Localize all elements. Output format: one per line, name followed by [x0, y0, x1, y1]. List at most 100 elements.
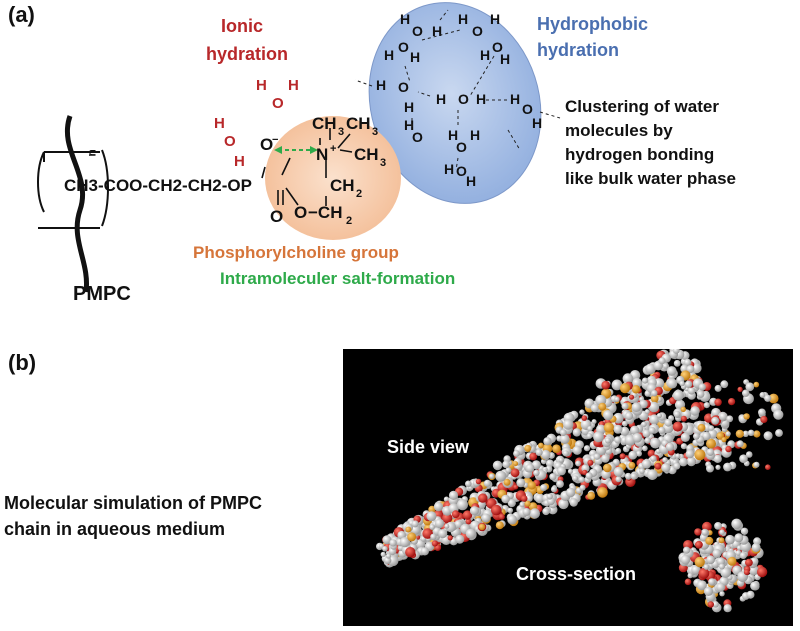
atom — [597, 487, 608, 498]
atom — [538, 442, 544, 449]
atom — [753, 381, 760, 388]
atom — [516, 478, 526, 488]
atom — [420, 547, 429, 556]
atom — [708, 578, 716, 586]
svg-text:O: O — [398, 79, 409, 95]
atom — [615, 447, 622, 454]
atom — [619, 453, 626, 460]
phosphorylcholine-label: Phosphorylcholine group — [193, 243, 399, 262]
atom — [747, 429, 755, 436]
atom — [694, 556, 705, 568]
atom — [650, 394, 659, 403]
atom — [691, 565, 701, 575]
atom — [645, 363, 656, 375]
left-bracket — [37, 151, 45, 213]
atom — [598, 402, 607, 411]
atom — [386, 553, 392, 559]
atom — [613, 424, 623, 434]
atom — [632, 433, 643, 443]
atom — [545, 459, 554, 468]
atom — [680, 415, 687, 422]
phosphorylcholine-region — [265, 116, 401, 240]
atom — [603, 422, 615, 433]
svg-text:H: H — [384, 47, 394, 63]
atom — [590, 403, 600, 413]
atom — [687, 572, 693, 579]
atom — [407, 532, 417, 542]
atom — [641, 421, 647, 428]
atom — [706, 438, 716, 449]
svg-text:O: O — [272, 95, 284, 112]
caption-line-2: chain in aqueous medium — [4, 519, 226, 539]
atom — [625, 411, 634, 421]
atom — [572, 475, 579, 482]
svg-text:H: H — [400, 11, 410, 27]
atom — [707, 601, 714, 608]
atom — [431, 540, 438, 547]
atom — [658, 426, 666, 434]
atom — [727, 556, 737, 566]
atom — [457, 499, 468, 511]
atom — [519, 502, 525, 508]
atom — [615, 476, 622, 483]
atom — [721, 437, 727, 443]
atom — [739, 454, 748, 463]
atom — [723, 604, 732, 613]
atom — [737, 386, 743, 392]
atom — [434, 518, 445, 529]
svg-text:O: O — [294, 203, 307, 222]
simulation-caption: Molecular simulation of PMPC chain in aq… — [4, 490, 262, 542]
atom — [535, 448, 543, 456]
atom — [695, 540, 703, 549]
atom — [753, 461, 760, 468]
atom — [708, 425, 715, 431]
svg-text:2: 2 — [346, 215, 352, 227]
svg-text:H: H — [444, 161, 454, 177]
atom — [673, 359, 681, 367]
caption-line-1: Molecular simulation of PMPC — [4, 493, 263, 513]
atom — [585, 472, 593, 480]
atom — [448, 490, 459, 500]
atom — [696, 580, 707, 591]
atom — [694, 449, 706, 461]
atom — [502, 460, 511, 469]
atom — [614, 436, 622, 444]
hydrophobic-hydration-line2: hydration — [537, 40, 620, 60]
svg-text:H: H — [404, 99, 414, 115]
atom — [716, 557, 726, 566]
atom — [665, 442, 675, 452]
atom — [558, 457, 564, 463]
atom — [693, 432, 700, 440]
atom — [736, 440, 744, 448]
atom — [644, 437, 651, 444]
atom — [745, 558, 753, 567]
atom — [593, 431, 604, 443]
atom — [465, 480, 472, 488]
atom — [579, 409, 585, 415]
atom — [765, 464, 771, 470]
atom — [680, 406, 686, 412]
svg-text:CH: CH — [354, 145, 379, 164]
polymer-backbone — [64, 115, 90, 293]
atom — [433, 502, 444, 512]
hydrophobic-region — [368, 2, 542, 204]
atom — [593, 453, 601, 460]
polymer-name: PMPC — [73, 283, 131, 305]
atom — [380, 551, 386, 557]
atom — [650, 455, 657, 462]
atom — [601, 380, 610, 390]
svg-text:O: O — [456, 139, 467, 155]
svg-text:H: H — [476, 91, 486, 107]
atom — [651, 390, 658, 397]
svg-text:O: O — [458, 91, 469, 107]
atom — [507, 507, 513, 514]
cross-section-label: Cross-section — [516, 564, 637, 584]
panel-a-label: (a) — [8, 2, 35, 27]
atom — [591, 419, 597, 425]
atom — [725, 445, 732, 453]
atom — [743, 569, 750, 576]
atom — [510, 468, 520, 478]
svg-text:O: O — [224, 133, 236, 150]
atom — [552, 444, 561, 453]
atom — [543, 437, 552, 446]
